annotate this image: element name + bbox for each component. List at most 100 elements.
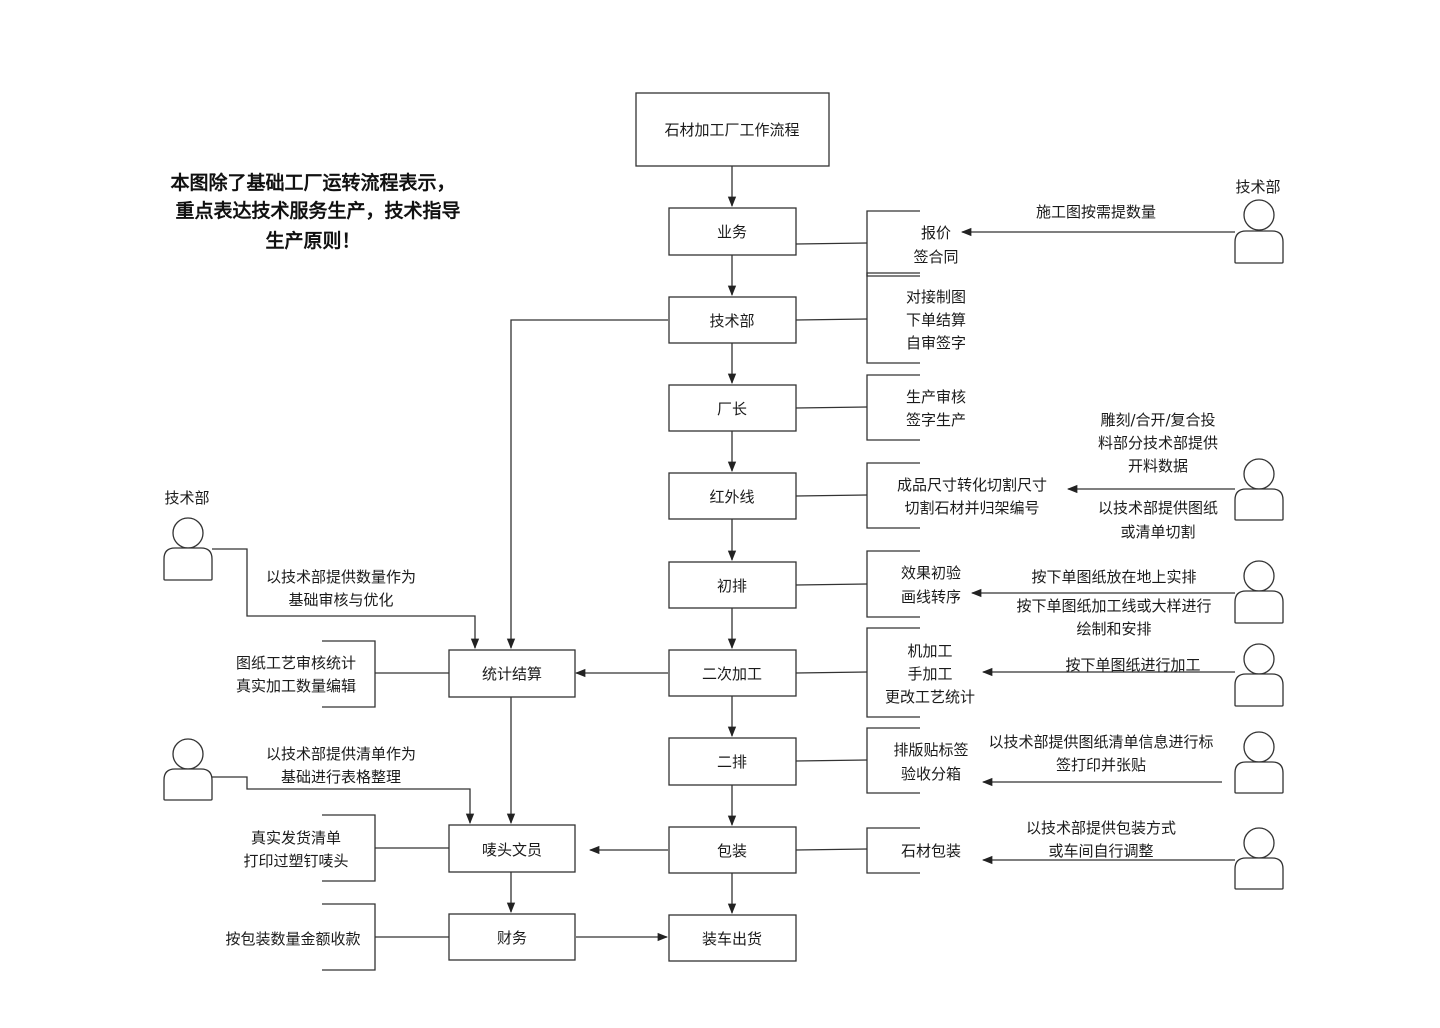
note-initial-line-2: 画线转序 — [901, 588, 961, 606]
box-business: 业务 — [668, 207, 797, 256]
note-clerk: 真实发货清单 打印过塑钉唛头 — [243, 829, 348, 870]
note-tech-line-2: 下单结算 — [906, 311, 966, 329]
bracket-finance — [322, 903, 376, 971]
bracket-second-layout — [866, 727, 920, 794]
note-business-line-2: 签合同 — [913, 248, 958, 266]
note-statistics-line-2: 真实加工数量编辑 — [236, 677, 356, 695]
box-title-label: 石材加工厂工作流程 — [664, 121, 799, 139]
left-annotations: 图纸工艺审核统计 真实加工数量编辑 真实发货清单 打印过塑钉唛头 按包装数量金额… — [225, 640, 449, 971]
box-packing-label: 包装 — [717, 842, 747, 860]
bracket-statistics — [322, 640, 376, 708]
bracket-initial — [866, 550, 920, 618]
actor-infrared-bottom-line-1: 以技术部提供图纸 — [1098, 499, 1218, 517]
box-initial-layout: 初排 — [668, 561, 797, 609]
note-statistics-line-1: 图纸工艺审核统计 — [236, 654, 356, 672]
bracket-director — [866, 374, 920, 441]
connector-secondary-note — [795, 671, 868, 674]
connector-business-note — [795, 242, 868, 245]
arrow-tech-statistics — [506, 319, 668, 650]
actor-statistics-line-1: 以技术部提供数量作为 — [266, 568, 416, 586]
box-statistics-label: 统计结算 — [482, 665, 542, 683]
note-second-layout-line-2: 验收分箱 — [901, 765, 961, 783]
actor-clerk-line-1: 以技术部提供清单作为 — [266, 745, 416, 763]
actor-initial-top-text: 按下单图纸放在地上实排 — [1031, 568, 1196, 586]
note-infrared-line-1: 成品尺寸转化切割尺寸 — [897, 476, 1047, 494]
actor-initial-bottom-line-1: 按下单图纸加工线或大样进行 — [1016, 597, 1211, 615]
bracket-business — [866, 210, 920, 277]
actor-statistics-text: 以技术部提供数量作为 基础审核与优化 — [266, 568, 416, 609]
person-icon — [1234, 560, 1284, 624]
person-icon — [1234, 458, 1284, 521]
note-infrared-line-2: 切割石材并归架编号 — [904, 499, 1039, 517]
actor-infrared-top-line-1: 雕刻/合开/复合投 — [1100, 411, 1215, 429]
actor-clerk-text: 以技术部提供清单作为 基础进行表格整理 — [266, 745, 416, 786]
note-director-line-2: 签字生产 — [906, 411, 966, 429]
note-business: 报价 签合同 — [913, 224, 958, 266]
box-business-label: 业务 — [717, 223, 747, 241]
actor-quote-text: 施工图按需提数量 — [1036, 203, 1156, 221]
actor-second-layout-line-1: 以技术部提供图纸清单信息进行标 — [988, 733, 1213, 751]
actor-infrared-top-text: 雕刻/合开/复合投 料部分技术部提供 开料数据 — [1098, 411, 1218, 475]
connector-infrared-note — [795, 494, 868, 497]
actor-secondary-text: 按下单图纸进行加工 — [1065, 656, 1200, 674]
note-infrared: 成品尺寸转化切割尺寸 切割石材并归架编号 — [897, 476, 1047, 517]
note-finance-line-1: 按包装数量金额收款 — [225, 930, 360, 948]
actor-packing-line-1: 以技术部提供包装方式 — [1026, 819, 1176, 837]
note-initial: 效果初验 画线转序 — [901, 564, 961, 606]
actor-infrared-top-line-2: 料部分技术部提供 — [1098, 434, 1218, 452]
note-secondary-line-1: 机加工 — [907, 642, 952, 660]
connector-packing-note — [795, 848, 868, 851]
note-initial-line-1: 效果初验 — [901, 564, 961, 582]
box-loading-label: 装车出货 — [702, 930, 762, 948]
bracket-packing — [866, 827, 920, 874]
box-secondary-label: 二次加工 — [702, 665, 762, 683]
arrow-actor-clerk — [212, 776, 475, 825]
box-infrared-label: 红外线 — [709, 488, 754, 506]
box-infrared: 红外线 — [668, 472, 797, 520]
box-tech-dept: 技术部 — [668, 296, 797, 344]
box-second-layout: 二排 — [668, 737, 797, 786]
note-secondary-line-2: 手加工 — [907, 665, 952, 683]
connector-tech-note — [795, 318, 868, 321]
person-icon — [163, 738, 213, 801]
note-tech-line-3: 自审签字 — [906, 334, 966, 352]
actor-initial-bottom-line-2: 绘制和安排 — [1076, 620, 1151, 638]
box-shipping-clerk: 唛头文员 — [448, 824, 576, 873]
note-tech: 对接制图 下单结算 自审签字 — [906, 288, 966, 352]
box-loading: 装车出货 — [668, 914, 797, 962]
person-icon — [1234, 199, 1284, 264]
main-flow-connectors — [506, 166, 737, 942]
note-packing-line-1: 石材包装 — [901, 842, 961, 860]
connector-initial-note — [795, 583, 868, 586]
note-business-line-1: 报价 — [921, 224, 951, 242]
note-director-line-1: 生产审核 — [906, 388, 966, 406]
note-second-layout-line-1: 排版贴标签 — [893, 741, 968, 759]
actor-label-right: 技术部 — [1235, 178, 1280, 196]
right-annotations: 报价 签合同 对接制图 下单结算 自审签字 生产审核 签字生产 成品尺寸转化切割… — [795, 210, 1047, 874]
box-statistics: 统计结算 — [448, 649, 576, 698]
connector-director-note — [795, 406, 868, 409]
box-finance: 财务 — [448, 913, 576, 961]
person-icon — [1234, 827, 1284, 890]
person-icon — [1234, 643, 1284, 707]
box-finance-label: 财务 — [497, 929, 527, 947]
actor-infrared-bottom-line-2: 或清单切割 — [1120, 523, 1195, 541]
note-line-3: 生产原则！ — [265, 229, 360, 252]
note-clerk-line-1: 真实发货清单 — [251, 829, 341, 847]
actor-statistics-line-2: 基础审核与优化 — [288, 591, 393, 609]
note-secondary: 机加工 手加工 更改工艺统计 — [885, 642, 975, 706]
bracket-tech — [866, 272, 920, 364]
box-title: 石材加工厂工作流程 — [635, 92, 830, 167]
actor-clerk-line-2: 基础进行表格整理 — [281, 768, 401, 786]
connector-second-layout-note — [795, 759, 868, 762]
actor-label-left: 技术部 — [164, 489, 209, 507]
box-secondary-processing: 二次加工 — [668, 649, 797, 697]
note-director: 生产审核 签字生产 — [906, 388, 966, 429]
actor-infrared-top-line-3: 开料数据 — [1128, 457, 1188, 475]
note-second-layout: 排版贴标签 验收分箱 — [893, 741, 968, 783]
box-initial-layout-label: 初排 — [717, 577, 747, 595]
box-second-layout-label: 二排 — [717, 753, 747, 771]
person-icon — [163, 517, 213, 581]
person-icon — [1234, 731, 1284, 794]
actor-infrared-bottom-text: 以技术部提供图纸 或清单切割 — [1098, 499, 1218, 541]
